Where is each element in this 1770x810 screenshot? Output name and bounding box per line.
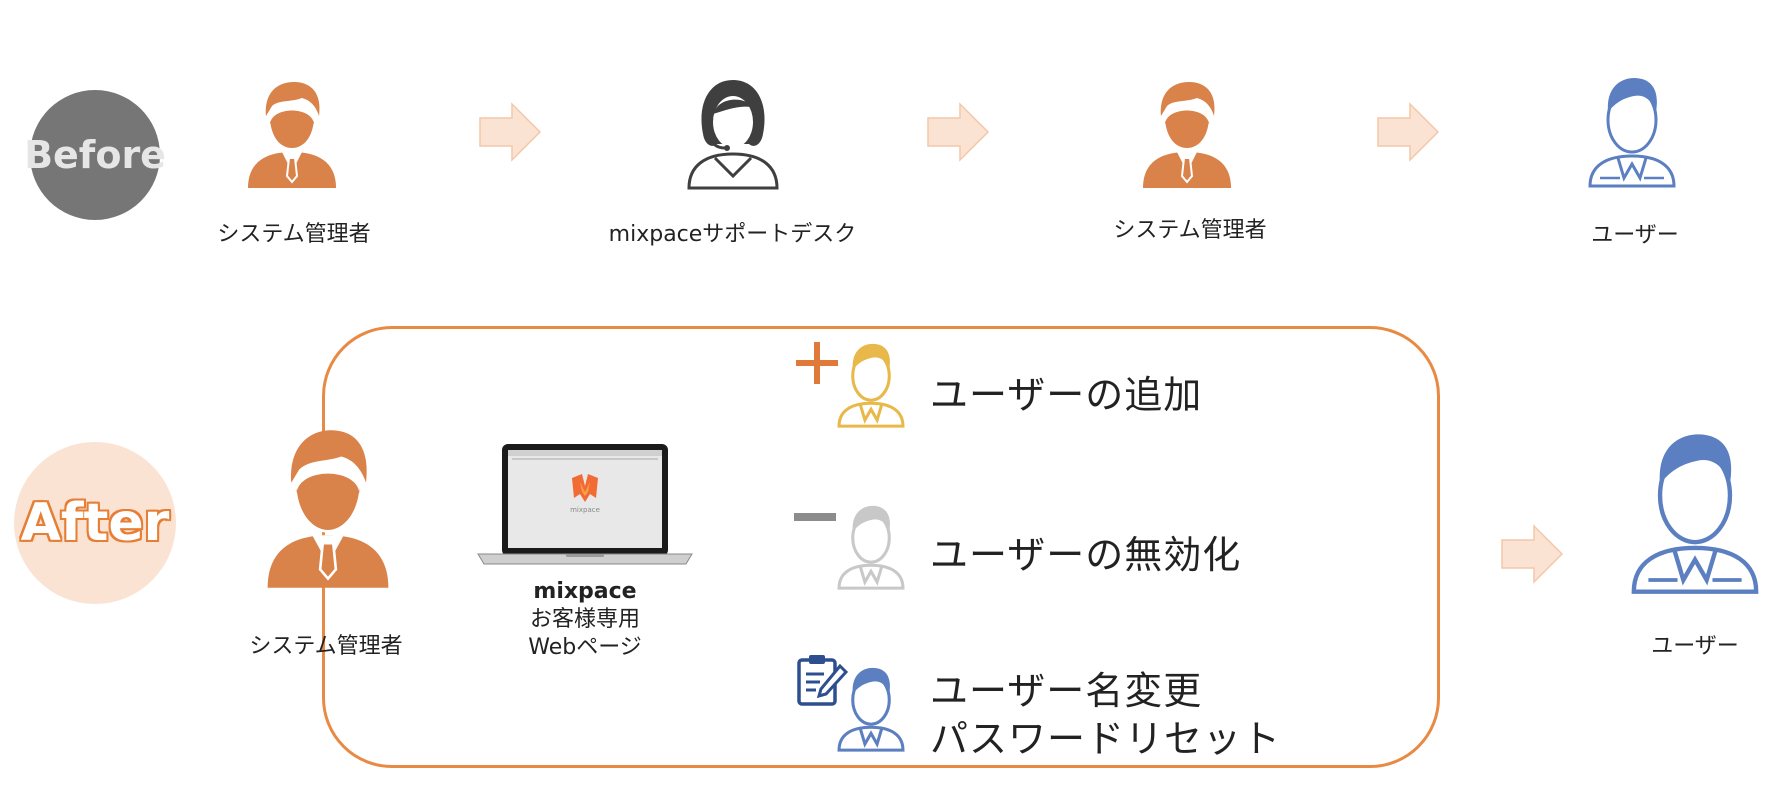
right-arrow-icon bbox=[479, 102, 542, 162]
user-add-person-icon bbox=[837, 343, 905, 428]
right-arrow-icon bbox=[1501, 524, 1564, 584]
action-add-user-text: ユーザーの追加 bbox=[930, 373, 1203, 417]
laptop-screen-logo-text: mixpace bbox=[570, 506, 600, 514]
minus-icon bbox=[794, 513, 836, 521]
right-arrow-icon bbox=[927, 102, 990, 162]
before-step-1-label: システム管理者 bbox=[217, 222, 371, 247]
laptop-caption-line3: Webページ bbox=[528, 635, 642, 660]
action-password-reset-text: パスワードリセット bbox=[930, 717, 1282, 761]
mixpace-logo-icon bbox=[572, 474, 598, 502]
after-admin-label: システム管理者 bbox=[249, 634, 403, 659]
laptop-caption: mixpace お客様専用 Webページ bbox=[500, 578, 670, 662]
user-outline-icon bbox=[1588, 78, 1676, 188]
laptop-caption-brand: mixpace bbox=[533, 579, 637, 604]
user-edit-person-icon bbox=[837, 667, 905, 752]
right-arrow-icon bbox=[1377, 102, 1440, 162]
before-step-4-label: ユーザー bbox=[1591, 223, 1679, 248]
support-operator-icon bbox=[687, 80, 779, 190]
after-badge: After bbox=[14, 442, 176, 604]
laptop-caption-line2: お客様専用 bbox=[529, 607, 640, 632]
action-rename-user-text: ユーザー名変更 bbox=[930, 669, 1203, 713]
user-outline-icon bbox=[1631, 434, 1759, 594]
admin-person-icon bbox=[248, 82, 336, 188]
laptop-icon: mixpace bbox=[477, 444, 693, 565]
plus-icon bbox=[796, 342, 838, 384]
admin-person-icon bbox=[1143, 82, 1231, 188]
action-disable-user-text: ユーザーの無効化 bbox=[930, 533, 1242, 577]
user-disabled-person-icon bbox=[837, 505, 905, 590]
before-step-3-label: システム管理者 bbox=[1113, 218, 1267, 243]
clipboard-edit-icon bbox=[797, 655, 848, 706]
before-badge: Before bbox=[24, 90, 166, 220]
before-step-2-label: mixpaceサポートデスク bbox=[608, 222, 857, 247]
after-user-label: ユーザー bbox=[1651, 634, 1739, 659]
admin-person-icon bbox=[267, 430, 389, 588]
